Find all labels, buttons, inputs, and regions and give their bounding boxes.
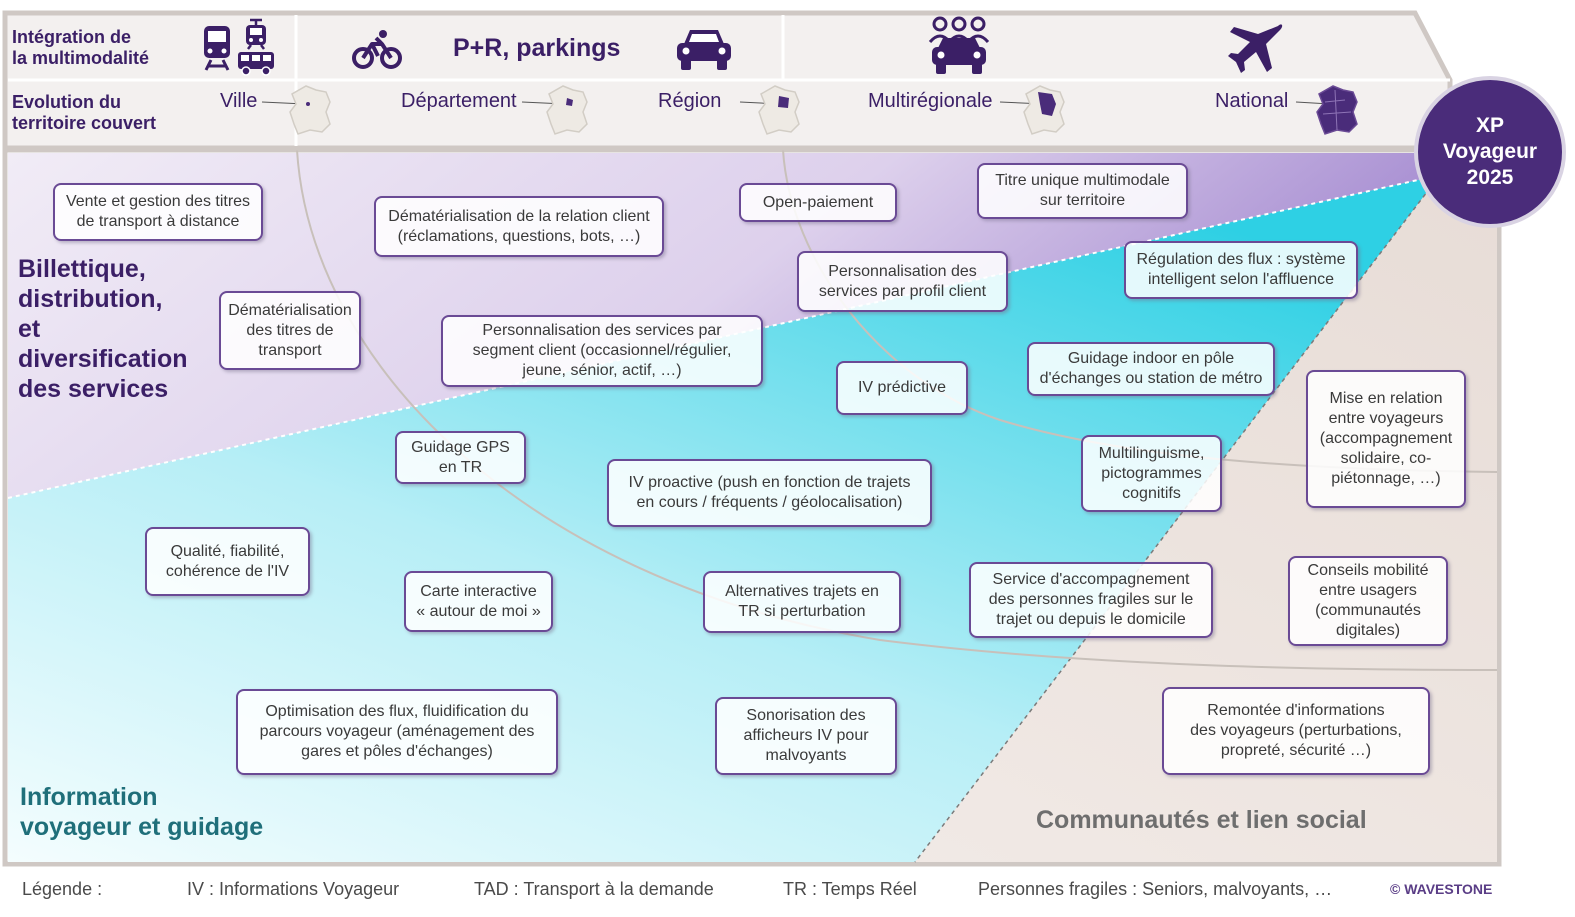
- feature-box: Service d'accompagnement des personnes f…: [969, 562, 1213, 638]
- feature-box: Guidage GPS en TR: [395, 431, 526, 484]
- feature-box: Optimisation des flux, fluidification du…: [236, 689, 558, 775]
- feature-box: Personnalisation des services par profil…: [797, 251, 1008, 312]
- badge-text: XP Voyageur 2025: [1442, 114, 1538, 189]
- airplane-icon: [1228, 24, 1283, 73]
- feature-box: Sonorisation des afficheurs IV pour malv…: [715, 697, 897, 775]
- pr-parkings-label: P+R, parkings: [453, 34, 621, 62]
- feature-box: IV proactive (push en fonction de trajet…: [607, 459, 932, 527]
- feature-box: Carte interactive « autour de moi »: [404, 571, 553, 632]
- feature-box: Open-paiement: [739, 183, 897, 222]
- legend-title: Légende :: [22, 879, 103, 899]
- feature-box: Régulation des flux : système intelligen…: [1124, 241, 1358, 299]
- category-communautes: Communautés et lien social: [1036, 806, 1367, 834]
- scope-ville: Ville: [220, 90, 258, 112]
- feature-box: Dématérialisation de la relation client …: [374, 196, 664, 257]
- scope-departement: Département: [401, 90, 517, 112]
- row-label-territoire: Evolution du territoire couvert: [12, 92, 157, 133]
- feature-box: Conseils mobilité entre usagers (communa…: [1288, 556, 1448, 646]
- bicycle-icon: [352, 30, 402, 69]
- feature-box: IV prédictive: [836, 361, 968, 415]
- feature-box: Remontée d'informations des voyageurs (p…: [1162, 687, 1430, 775]
- france-map-icon: [289, 85, 331, 135]
- scope-region: Région: [658, 90, 722, 112]
- feature-box: Titre unique multimodale sur territoire: [977, 163, 1188, 219]
- car-icon: [677, 30, 731, 70]
- xp-voyageur-badge: XP Voyageur 2025: [1414, 76, 1566, 228]
- legend-iv: IV : Informations Voyageur: [187, 879, 400, 899]
- feature-box: Qualité, fiabilité, cohérence de l'IV: [145, 527, 310, 596]
- train-icon: [204, 26, 230, 71]
- bus-icon: [238, 52, 274, 76]
- france-map-icon: [546, 85, 588, 135]
- scope-multiregionale: Multirégionale: [868, 90, 993, 112]
- feature-box: Guidage indoor en pôle d'échanges ou sta…: [1027, 342, 1275, 396]
- feature-box: Dématérialisation des titres de transpor…: [219, 291, 361, 370]
- category-billettique: Billettique, distribution, et diversific…: [18, 255, 188, 403]
- scope-national: National: [1215, 90, 1289, 112]
- feature-box: Alternatives trajets en TR si perturbati…: [703, 571, 901, 633]
- row-label-multimodalite: Intégration de la multimodalité: [12, 27, 150, 68]
- legend-tr: TR : Temps Réel: [783, 879, 917, 899]
- tram-icon: [246, 18, 266, 50]
- feature-box: Multilinguisme, pictogrammes cognitifs: [1081, 435, 1222, 512]
- category-information: Information voyageur et guidage: [20, 783, 264, 841]
- carpool-icon: [928, 16, 990, 74]
- copyright-wavestone: © WAVESTONE: [1390, 881, 1493, 897]
- legend-tad: TAD : Transport à la demande: [474, 879, 714, 899]
- france-map-icon: [758, 85, 800, 135]
- feature-box: Personnalisation des services par segmen…: [441, 315, 763, 387]
- france-map-icon: [1023, 85, 1065, 135]
- feature-box: Vente et gestion des titres de transport…: [53, 183, 263, 241]
- legend-personnes-fragiles: Personnes fragiles : Seniors, malvoyants…: [978, 879, 1333, 899]
- feature-box: Mise en relation entre voyageurs (accomp…: [1306, 370, 1466, 508]
- france-map-icon: [1316, 85, 1358, 135]
